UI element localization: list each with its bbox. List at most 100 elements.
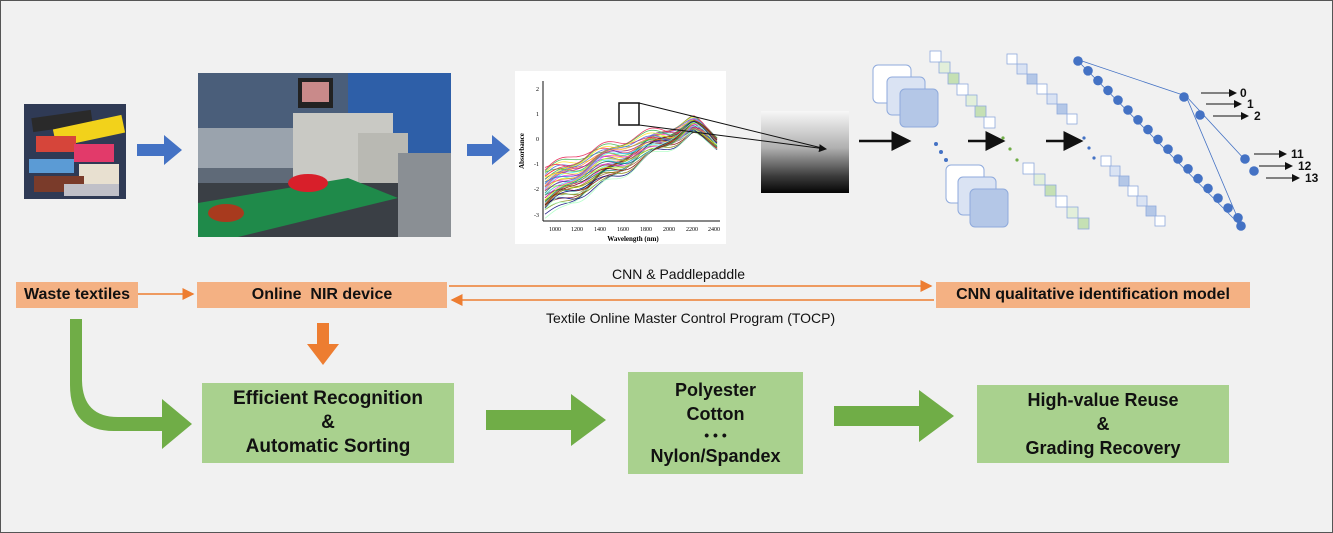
nir-device-photo [198,73,451,237]
cnn-neuron [1213,193,1223,203]
material-nylon-spandex: Nylon/Spandex [650,446,781,466]
cnn-neuron [1240,154,1250,164]
cnn-node [974,105,987,118]
cnn-neuron [1236,221,1246,231]
cnn-ellipsis-dot [1001,136,1005,140]
cnn-node [1056,103,1068,115]
cnn-neuron [1103,85,1113,96]
output-label: 0 [1240,86,1247,100]
cnn-neuron [1093,75,1103,86]
green-arrow [834,390,954,442]
cnn-neuron [1193,173,1203,184]
cnn-model-box: CNN qualitative identification model [936,282,1250,308]
cnn-node [929,50,942,63]
cnn-dense-layers [929,50,1259,231]
cnn-ellipsis-dot [1087,146,1091,150]
spectrum-ytick: 2 [536,87,539,93]
cnn-node [1127,185,1139,197]
spectrum-ylabel: Absorbance [518,133,526,169]
cnn-neuron [1179,92,1189,102]
spectrum-curve [544,125,718,195]
material-ellipsis: • • • [704,427,727,443]
nir-device-label: Online NIR device [251,286,393,303]
output-label: 1 [1247,97,1254,111]
reuse-recovery-box: High-value Reuse & Grading Recovery [977,385,1229,463]
cnn-node [1046,93,1058,105]
output-label: 2 [1254,109,1261,123]
cnn-ellipsis-dot [1008,147,1012,151]
spectrum-xlabel: Wavelength (nm) [607,235,659,243]
cnn-neuron [1083,66,1093,76]
cnn-node [1036,83,1048,95]
spectrum-xtick: 2400 [708,227,720,233]
spectrum-curve [544,123,718,198]
cnn-node [1118,175,1130,187]
cnn-node [1033,173,1046,186]
cnn-model-label: CNN qualitative identification model [956,286,1230,303]
spectrum-xtick: 1200 [571,227,583,233]
cnn-neuron [1123,105,1133,115]
cnn-node [1109,165,1121,177]
cnn-ellipsis-dot [1082,136,1086,140]
spectral-image [761,111,849,193]
spectrum-ytick: -1 [534,162,539,168]
recovery-line: Grading Recovery [1025,438,1181,458]
cnn-node [1026,73,1038,85]
waste-textiles-label: Waste textiles [23,286,131,303]
spectrum-curve [544,122,718,210]
cnn-node [956,83,969,96]
spectrum-xtick: 1000 [549,227,561,233]
nir-down-arrow [307,323,339,365]
materials-box: Polyester Cotton • • • Nylon/Spandex [628,372,803,474]
recognition-amp: & [321,412,335,433]
blue-arrow [467,135,510,165]
cnn-node [1016,63,1028,75]
output-label: 11 [1291,147,1304,161]
spectrum-xtick: 1400 [594,227,606,233]
spectrum-xtick: 2000 [663,227,675,233]
cnn-node [1066,206,1079,219]
waste-textiles-box: Waste textiles [16,282,138,308]
spectrum-curve [544,130,718,196]
cnn-ellipsis-dot [1092,156,1096,160]
spectrum-ytick: -2 [534,187,539,193]
spectrum-xtick: 1600 [617,227,629,233]
cnn-neuron [1223,203,1233,213]
cnn-node [1022,162,1035,175]
cnn-neuron [1113,95,1123,105]
reuse-line: High-value Reuse [1027,390,1179,410]
reuse-amp: & [1096,414,1110,434]
waste-textiles-photo [24,104,126,199]
cnn-neuron [1173,154,1183,164]
cnn-neuron [1073,56,1083,66]
cnn-node [1100,155,1112,167]
cnn-ellipsis-dot [1015,158,1019,162]
cnn-node [1154,215,1166,227]
material-polyester: Polyester [674,380,757,400]
cnn-neuron [1203,183,1213,194]
output-label: 12 [1298,159,1312,173]
cnn-neuron [1195,110,1205,120]
cnn-neuron [1183,164,1193,174]
cnn-neuron [1133,115,1143,125]
cnn-neuron [1249,166,1259,176]
green-arrow [486,394,606,446]
output-label: 13 [1305,171,1319,185]
spectrum-curve [544,131,718,210]
cnn-node [938,61,951,74]
nir-device-box: Online NIR device [197,282,447,308]
cnn-node [947,72,960,85]
spectrum-curve [544,120,718,209]
recognition-sorting-box: Efficient Recognition & Automatic Sortin… [202,383,454,463]
spectrum-ytick: 1 [536,112,539,118]
cnn-node [1145,205,1157,217]
recognition-line: Efficient Recognition [233,388,423,409]
spectrum-ytick: 0 [536,137,539,143]
material-cotton: Cotton [686,404,745,424]
cnn-node [1077,217,1090,230]
cnn-neuron [1233,213,1243,223]
waste-to-recognition-arrow [70,319,192,449]
cnn-node [983,116,996,129]
